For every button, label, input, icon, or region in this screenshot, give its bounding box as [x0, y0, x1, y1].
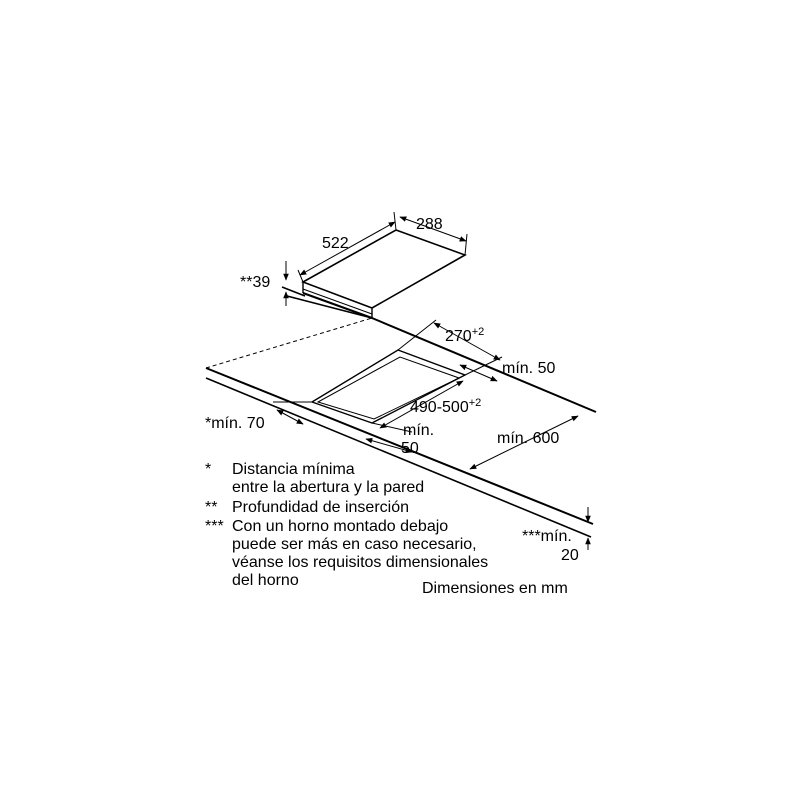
label-min-20-2: 20: [561, 547, 579, 564]
label-490-500-tolerance: +2: [468, 397, 482, 409]
dimension-288: [399, 216, 468, 256]
legend-mark: ***: [205, 518, 224, 535]
label-270: 270+2: [445, 323, 484, 346]
legend-line: Con un horno montado debajo: [232, 518, 449, 535]
legend-line: véanse los requisitos dimensionales: [232, 554, 489, 571]
legend-line: Profundidad de inserción: [232, 499, 410, 516]
legend-line: puede ser más en caso necesario,: [232, 536, 477, 553]
legend-text: Profundidad de inserción: [232, 499, 409, 517]
label-min-600: mín. 600: [497, 430, 560, 447]
legend-mark: *: [205, 461, 212, 478]
units-note: Dimensiones en mm: [422, 580, 568, 597]
dimension-min-70: [273, 401, 312, 425]
legend-mark: **: [205, 499, 218, 516]
label-min-70: *mín. 70: [205, 415, 265, 432]
hob-appliance: [281, 229, 467, 320]
label-min-50-front-1: mín.: [403, 422, 435, 439]
legend-line: Distancia mínima: [232, 461, 355, 478]
label-min-50-front-2: 50: [401, 440, 419, 457]
label-490-500: 490-500+2: [410, 394, 481, 417]
legend-text: Con un horno montado debajo puede ser má…: [232, 518, 488, 590]
legend-line: entre la abertura y la pared: [232, 479, 425, 496]
label-39: **39: [240, 274, 271, 291]
dimension-min-50-right: [459, 364, 498, 382]
label-288: 288: [416, 216, 443, 233]
label-min-20-1: ***mín.: [522, 528, 572, 545]
legend-text: Distancia mínima entre la abertura y la …: [232, 461, 424, 497]
dimension-min-50-front: [365, 422, 413, 453]
legend-line: del horno: [232, 572, 299, 589]
dimension-522: [297, 211, 397, 283]
label-min-50-right: mín. 50: [502, 360, 556, 377]
label-270-tolerance: +2: [471, 326, 485, 338]
dimension-490-500: [379, 380, 464, 429]
label-522: 522: [322, 235, 349, 252]
label-270-value: 270: [445, 328, 472, 345]
dimension-min-600: [469, 415, 579, 470]
label-490-500-value: 490-500: [410, 399, 469, 416]
